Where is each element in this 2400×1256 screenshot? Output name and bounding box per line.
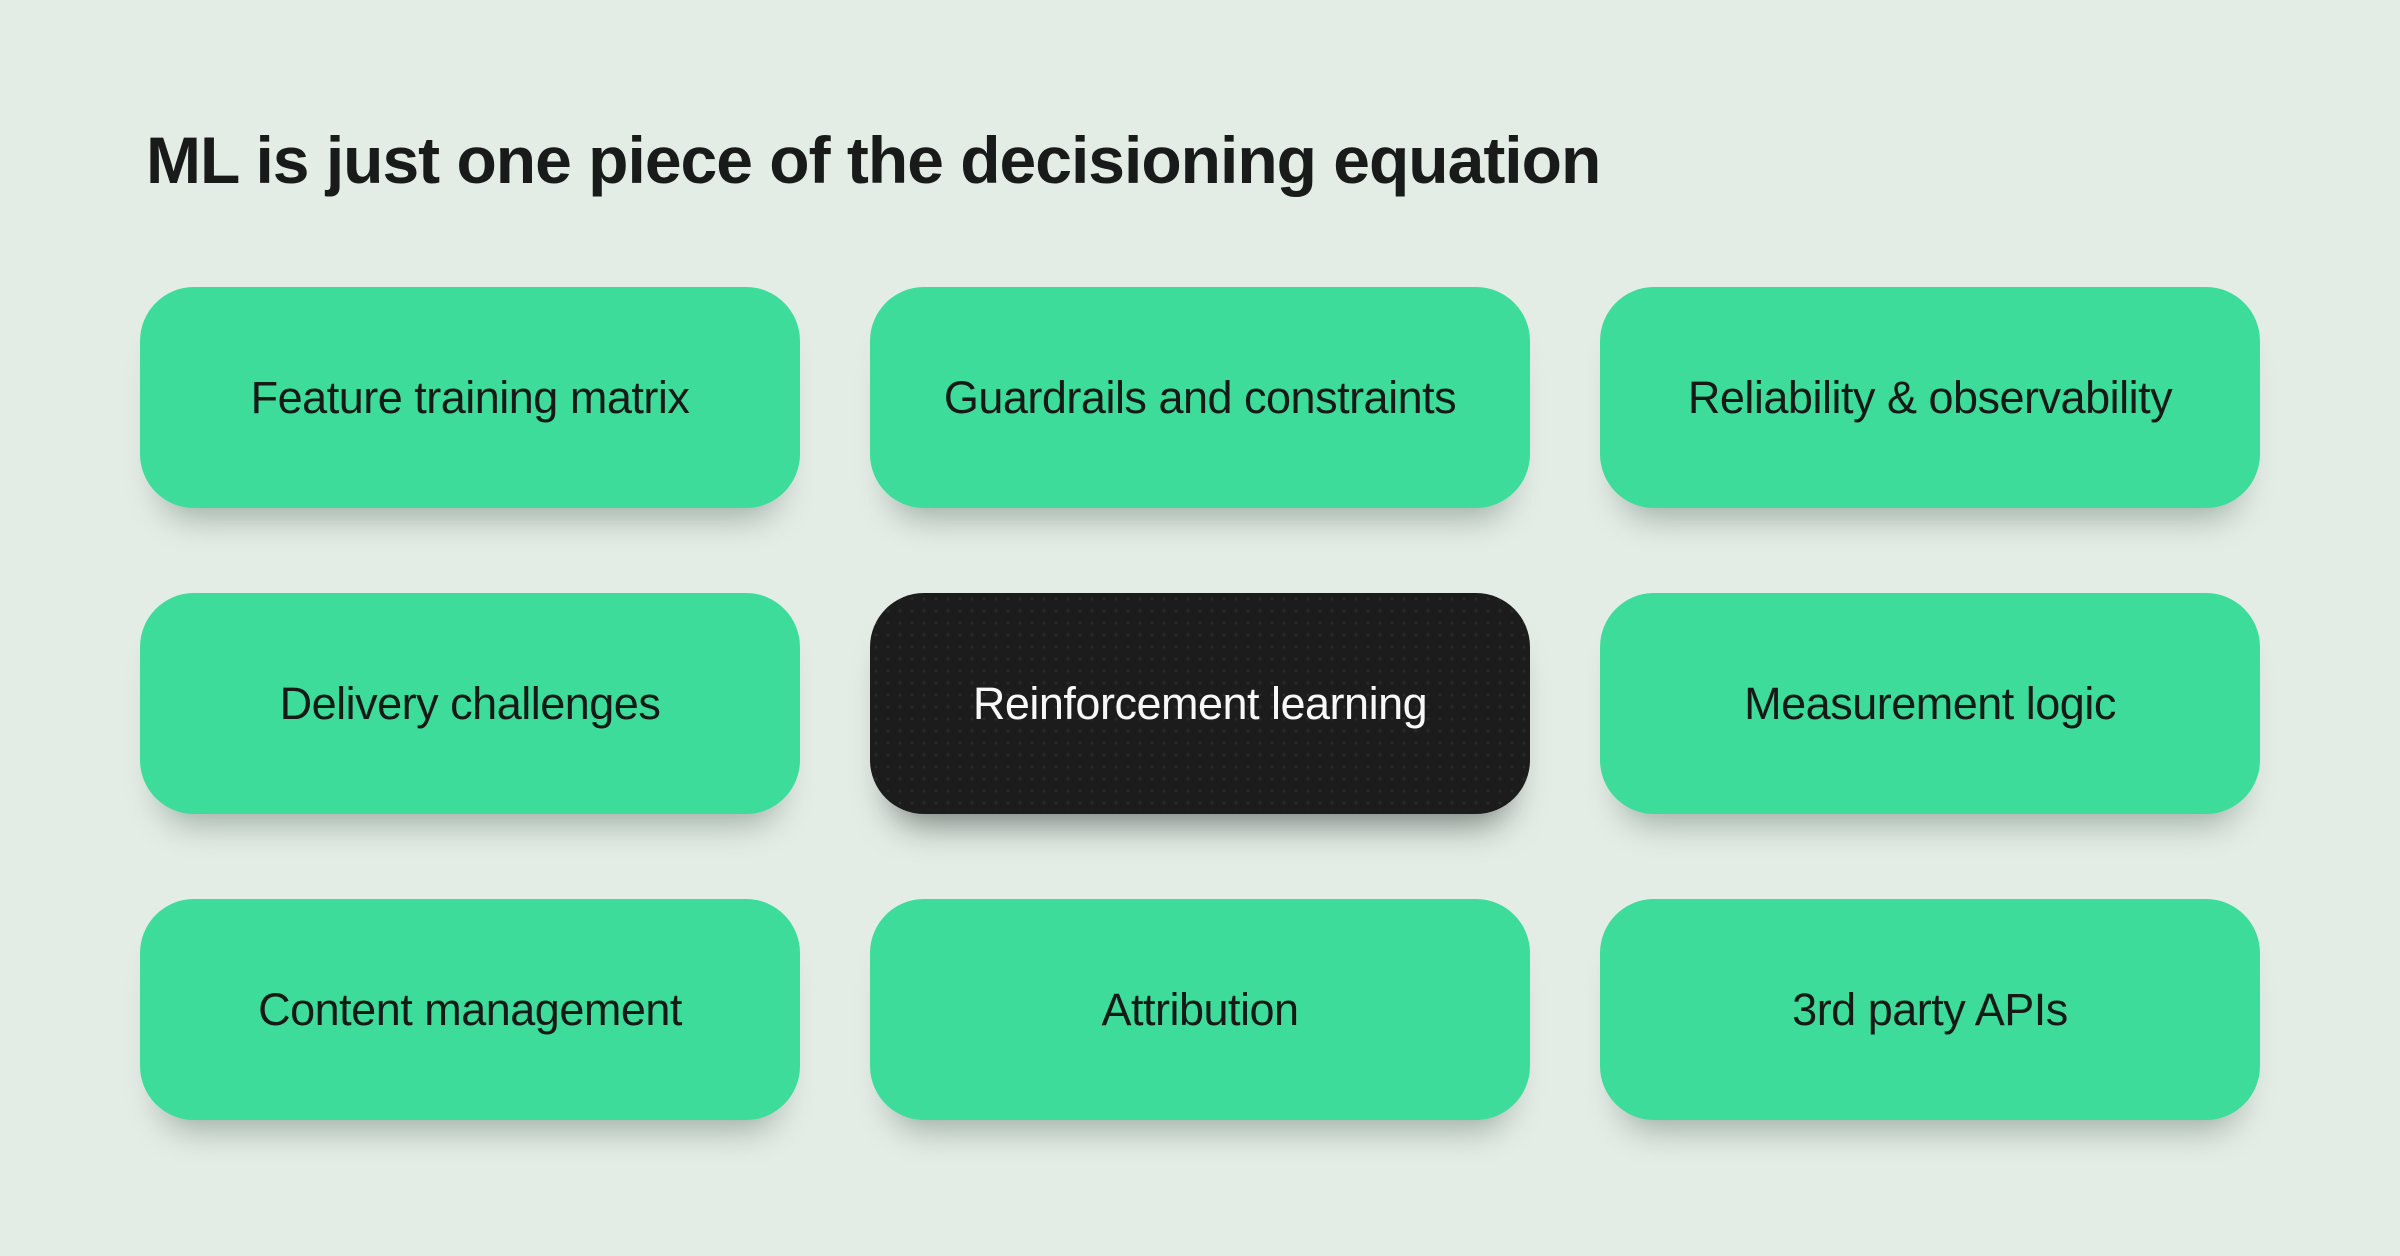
card-label: Delivery challenges (279, 677, 661, 729)
card-reinforcement-learning-highlighted: Reinforcement learning (870, 593, 1530, 814)
card-label: Reliability & observability (1687, 371, 2173, 423)
card-label: Feature training matrix (250, 371, 690, 423)
card-reliability-observability: Reliability & observability (1600, 287, 2260, 508)
card-label: Guardrails and constraints (943, 371, 1457, 423)
card-feature-training-matrix: Feature training matrix (140, 287, 800, 508)
card-label: Reinforcement learning (972, 677, 1428, 729)
card-label: 3rd party APIs (1792, 983, 2068, 1035)
card-measurement-logic: Measurement logic (1600, 593, 2260, 814)
card-delivery-challenges: Delivery challenges (140, 593, 800, 814)
page-title: ML is just one piece of the decisioning … (146, 123, 1601, 197)
card-label: Content management (258, 983, 682, 1035)
card-label: Measurement logic (1744, 677, 2116, 729)
card-attribution: Attribution (870, 899, 1530, 1120)
card-content-management: Content management (140, 899, 800, 1120)
card-guardrails-and-constraints: Guardrails and constraints (870, 287, 1530, 508)
card-grid: Feature training matrix Guardrails and c… (140, 287, 2260, 1120)
card-3rd-party-apis: 3rd party APIs (1600, 899, 2260, 1120)
card-label: Attribution (1101, 983, 1299, 1035)
